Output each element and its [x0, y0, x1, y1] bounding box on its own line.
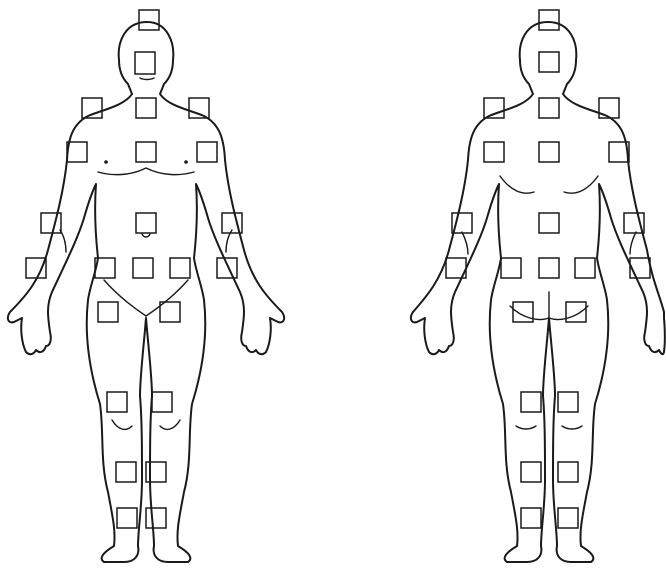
site-box-posterior-thigh-left[interactable] — [521, 392, 541, 412]
anterior-knee-right — [160, 420, 180, 429]
site-box-anterior-elbow-right[interactable] — [222, 213, 242, 233]
site-box-anterior-thigh-right[interactable] — [160, 302, 180, 322]
site-box-anterior-shoulder-right[interactable] — [189, 98, 209, 118]
site-box-posterior-shoulder-left[interactable] — [484, 98, 504, 118]
site-box-posterior-mid-back[interactable] — [539, 213, 559, 233]
site-box-posterior-calf-left[interactable] — [521, 462, 541, 482]
site-box-anterior-ankle-right[interactable] — [146, 508, 166, 528]
anterior-navel — [142, 234, 150, 237]
site-box-anterior-head-top[interactable] — [139, 10, 159, 30]
site-box-posterior-head[interactable] — [539, 52, 559, 72]
site-box-anterior-neck[interactable] — [136, 98, 156, 118]
posterior-site-boxes — [446, 10, 650, 528]
site-box-anterior-forearm-right[interactable] — [217, 258, 237, 278]
site-box-anterior-shin-left[interactable] — [116, 462, 136, 482]
posterior-scapula-right — [564, 176, 598, 193]
posterior-scapula-left — [500, 176, 534, 193]
anterior-site-boxes — [26, 10, 242, 528]
site-box-posterior-buttock-left[interactable] — [513, 302, 533, 322]
site-box-posterior-flank-right[interactable] — [575, 258, 595, 278]
site-box-anterior-shoulder-left[interactable] — [82, 98, 102, 118]
site-box-posterior-elbow-left[interactable] — [452, 213, 472, 233]
posterior-knee-left — [516, 426, 536, 429]
site-box-anterior-knee-right[interactable] — [152, 392, 172, 412]
site-box-anterior-hip-right[interactable] — [170, 258, 190, 278]
posterior-knee-right — [562, 426, 582, 429]
site-box-anterior-upper-arm-left[interactable] — [67, 142, 87, 162]
site-box-posterior-shoulder-right[interactable] — [599, 98, 619, 118]
posterior-elbow-left — [462, 232, 468, 254]
site-box-anterior-ankle-left[interactable] — [117, 508, 137, 528]
anterior-nipple-left — [104, 160, 108, 164]
site-box-posterior-flank-left[interactable] — [501, 258, 521, 278]
anterior-mouth — [140, 78, 154, 80]
site-box-posterior-lower-back[interactable] — [539, 258, 559, 278]
anterior-knee-left — [112, 420, 132, 429]
anterior-chest-line — [98, 168, 194, 175]
site-box-posterior-calf-right[interactable] — [558, 462, 578, 482]
site-box-anterior-hip-left[interactable] — [95, 258, 115, 278]
site-box-anterior-knee-left[interactable] — [107, 392, 127, 412]
site-box-anterior-face[interactable] — [135, 52, 155, 74]
posterior-elbow-right — [630, 232, 636, 254]
site-box-posterior-upper-back[interactable] — [539, 142, 559, 162]
site-box-anterior-chest[interactable] — [136, 142, 156, 162]
site-box-posterior-forearm-left[interactable] — [446, 258, 466, 278]
site-box-posterior-upper-arm-right[interactable] — [609, 142, 629, 162]
site-box-anterior-thigh-left[interactable] — [98, 302, 118, 322]
site-box-anterior-abdomen[interactable] — [136, 213, 156, 233]
site-box-posterior-elbow-right[interactable] — [624, 213, 644, 233]
site-box-posterior-head-top[interactable] — [539, 10, 559, 30]
site-box-posterior-forearm-right[interactable] — [630, 258, 650, 278]
site-box-anterior-lower-abdomen[interactable] — [133, 258, 153, 278]
site-box-anterior-elbow-left[interactable] — [41, 213, 61, 233]
site-box-posterior-thigh-right[interactable] — [558, 392, 578, 412]
site-box-posterior-buttock-right[interactable] — [566, 302, 586, 322]
site-box-posterior-neck[interactable] — [539, 98, 559, 118]
site-box-anterior-forearm-left[interactable] — [26, 258, 46, 278]
site-box-anterior-shin-right[interactable] — [146, 462, 166, 482]
site-box-posterior-ankle-right[interactable] — [558, 508, 578, 528]
site-box-posterior-ankle-left[interactable] — [521, 508, 541, 528]
anterior-nipple-right — [184, 160, 188, 164]
site-box-posterior-upper-arm-left[interactable] — [484, 142, 504, 162]
site-box-anterior-upper-arm-right[interactable] — [197, 142, 217, 162]
